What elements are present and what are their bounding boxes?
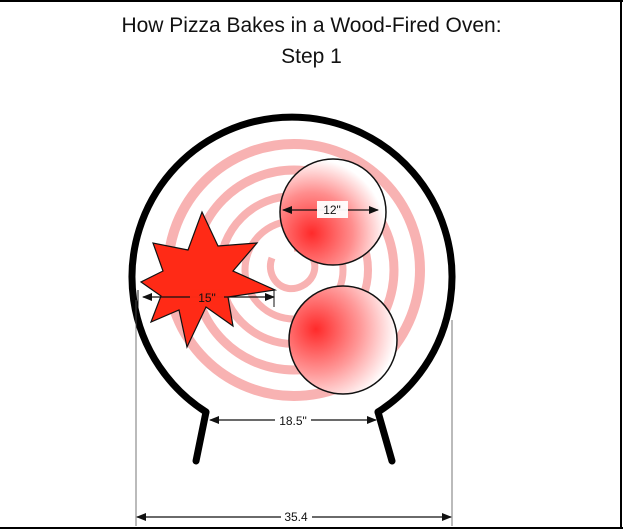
dimension-12-label: 12" bbox=[323, 203, 341, 217]
dimension-15-label: 15" bbox=[198, 291, 216, 305]
dimension-18-5-label: 18.5" bbox=[279, 414, 307, 428]
fire-icon bbox=[139, 210, 278, 349]
pizza-icon-bottom bbox=[288, 285, 398, 395]
dimension-18-5-label-bg bbox=[275, 412, 311, 428]
dimension-12-label-bg bbox=[317, 201, 348, 218]
oven-right-leg bbox=[374, 408, 396, 465]
frame-top-border bbox=[0, 0, 623, 2]
frame-bottom-border bbox=[0, 527, 623, 529]
dimension-35-4-label: 35.4 bbox=[284, 510, 308, 524]
oven-wall bbox=[128, 113, 456, 416]
frame-right-border bbox=[620, 0, 622, 529]
dimension-15-label-bg bbox=[190, 289, 224, 305]
diagram-title-line-1: How Pizza Bakes in a Wood-Fired Oven: bbox=[121, 14, 502, 37]
dimension-35-4-label-bg bbox=[281, 509, 312, 524]
oven-left-leg bbox=[192, 408, 210, 465]
diagram-title-line-2: Step 1 bbox=[281, 45, 342, 68]
